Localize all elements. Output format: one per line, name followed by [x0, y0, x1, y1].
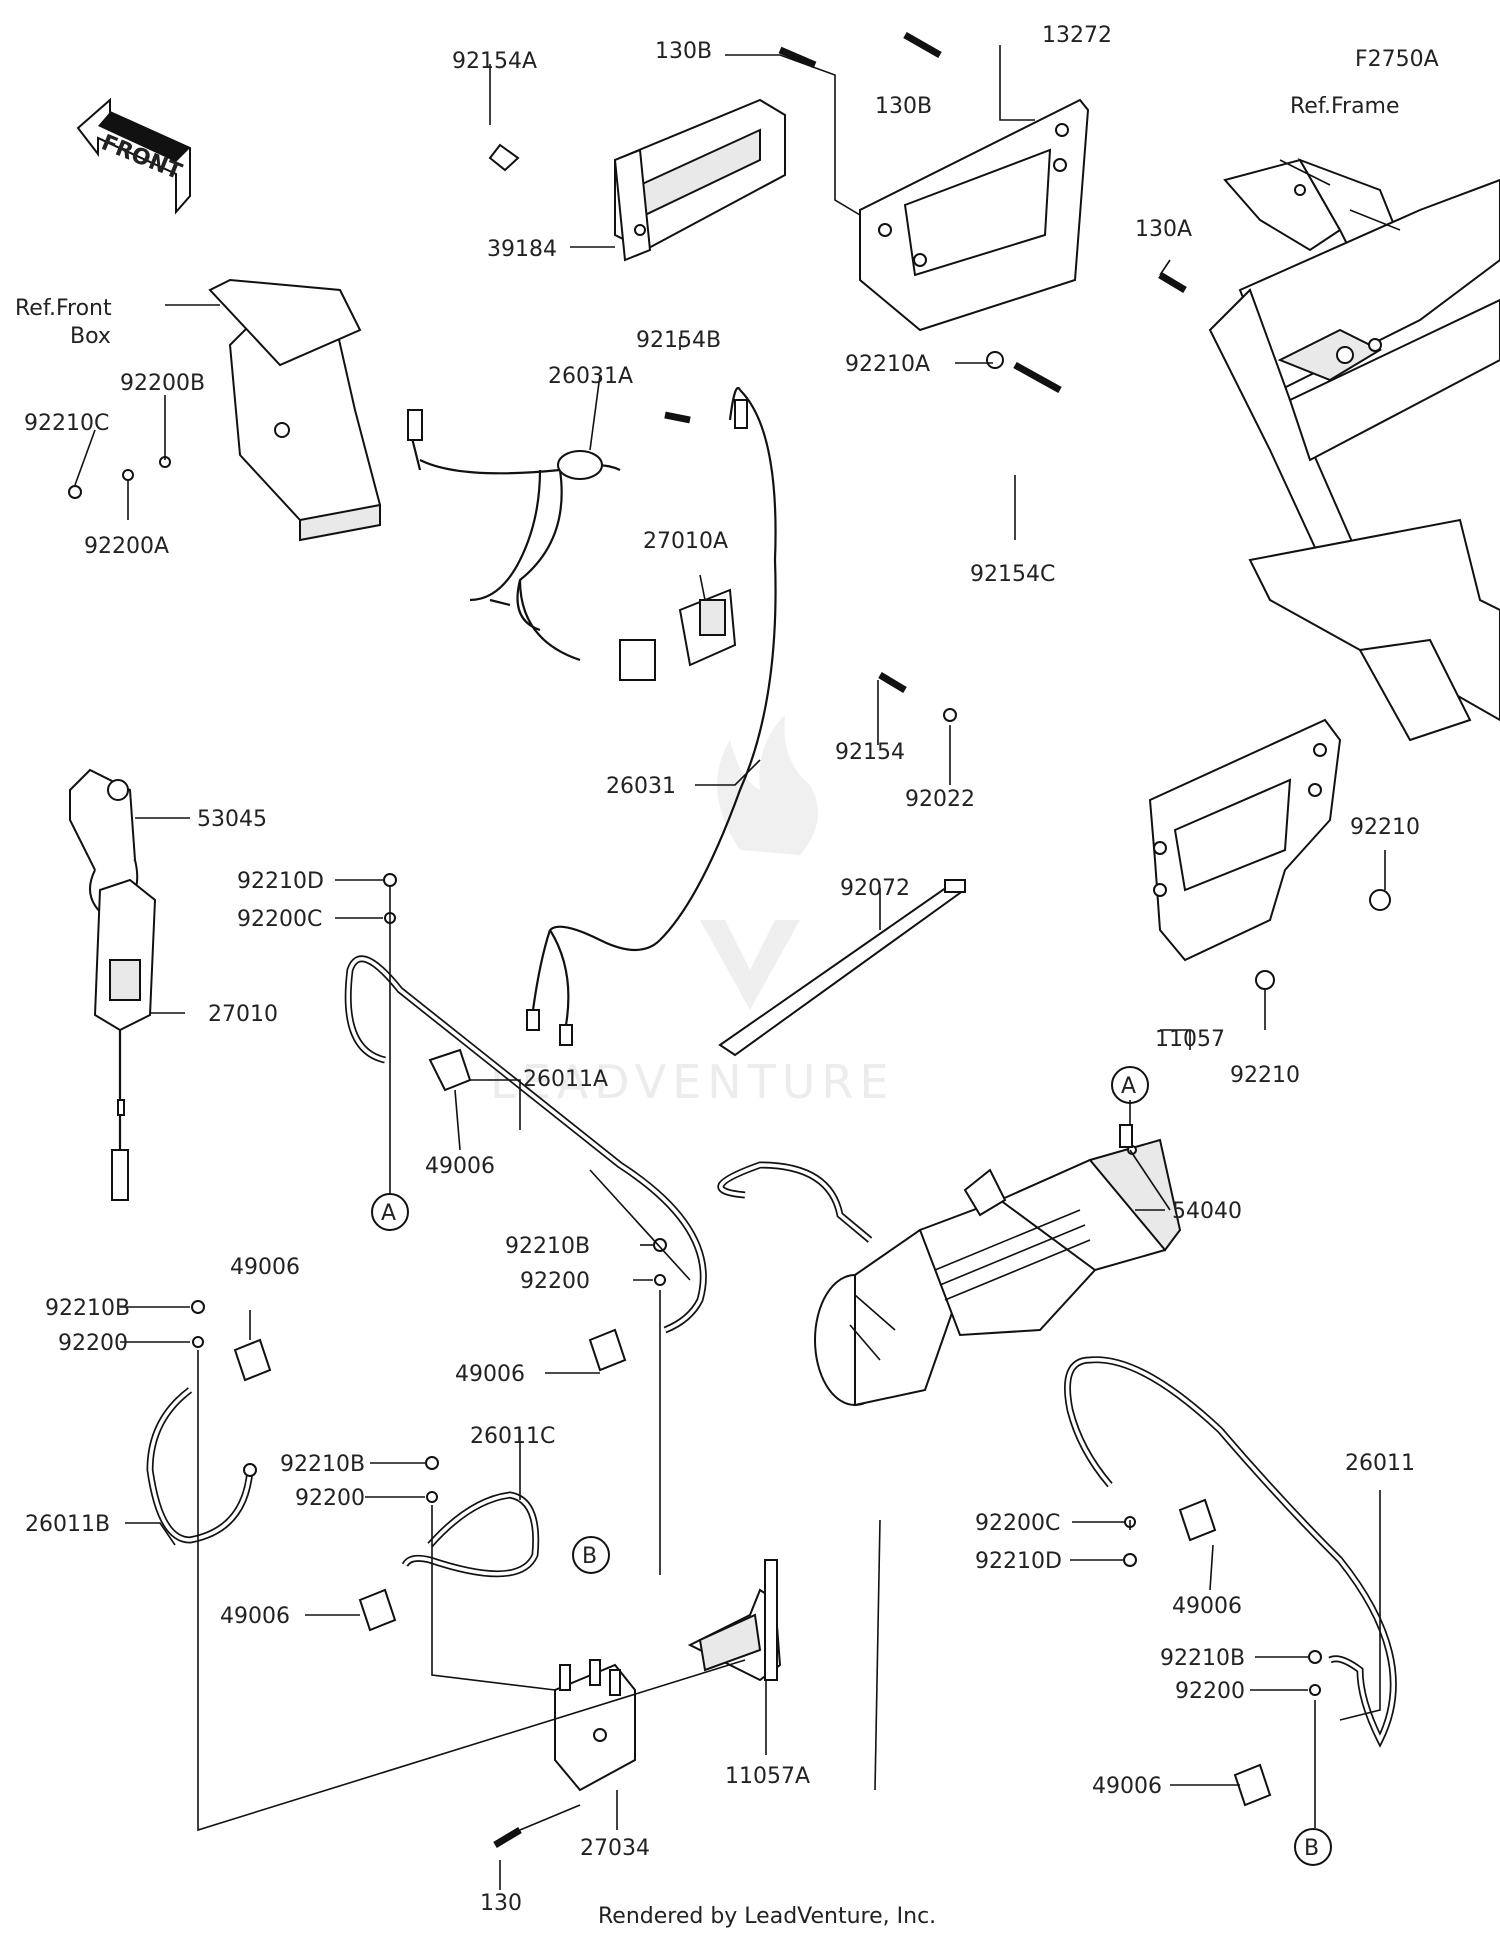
part-label[interactable]: 11057	[1155, 1027, 1225, 1052]
part-label[interactable]: 130A	[1135, 217, 1192, 242]
part-label[interactable]: 92200A	[84, 534, 169, 559]
callout-A-top-text: A	[1121, 1074, 1136, 1099]
terminal-boots	[233, 1048, 1272, 1807]
battery-cable-26011	[1064, 1356, 1397, 1748]
part-label[interactable]: 27010A	[643, 529, 728, 554]
hardware	[68, 31, 1391, 1849]
solenoid-27034	[554, 1659, 636, 1792]
ref-label: Box	[70, 324, 111, 349]
part-label[interactable]: 49006	[455, 1362, 525, 1387]
winch-rope	[717, 1161, 873, 1243]
callout-A-bottom: A	[371, 1193, 409, 1231]
ref-label: Ref.Frame	[1290, 94, 1400, 119]
part-label[interactable]: 27034	[580, 1836, 650, 1861]
part-label[interactable]: 130	[480, 1891, 522, 1916]
part-label[interactable]: 49006	[1092, 1774, 1162, 1799]
part-label[interactable]: 92200B	[120, 371, 205, 396]
part-label[interactable]: 39184	[487, 237, 557, 262]
roller-fairlead-39184	[613, 98, 786, 262]
leader-lines	[74, 45, 1386, 1890]
callout-B-bottom-text: B	[1304, 1836, 1319, 1861]
front-arrow: FRONT	[76, 97, 191, 215]
battery-cable-26011A	[344, 955, 707, 1334]
part-label[interactable]: 92072	[840, 876, 910, 901]
harness-26031A	[407, 409, 656, 681]
part-label[interactable]: 92154	[835, 740, 905, 765]
part-label[interactable]: 49006	[230, 1255, 300, 1280]
part-labels: 92154A 130B 130B 13272 39184 130A 92210A…	[15, 23, 1420, 1916]
part-label[interactable]: 26011	[1345, 1451, 1415, 1476]
part-label[interactable]: 92210D	[237, 869, 324, 894]
part-label[interactable]: 54040	[1172, 1199, 1242, 1224]
callout-A-top: A	[1111, 1066, 1149, 1104]
part-label[interactable]: 92200C	[975, 1511, 1060, 1536]
part-label[interactable]: 92200	[1175, 1679, 1245, 1704]
part-label[interactable]: 49006	[425, 1154, 495, 1179]
remote-27010	[93, 878, 157, 1201]
part-label[interactable]: 26011B	[25, 1512, 110, 1537]
part-label[interactable]: 11057A	[725, 1764, 810, 1789]
diagram-code: F2750A	[1355, 47, 1439, 72]
part-label[interactable]: 26011A	[523, 1067, 608, 1092]
battery-cable-26011B	[146, 1387, 257, 1544]
leadventure-watermark: LEADVENTURE	[490, 715, 895, 1109]
frame-assembly	[1208, 158, 1500, 742]
callout-B-top: B	[572, 1536, 610, 1574]
part-label[interactable]: 49006	[1172, 1594, 1242, 1619]
part-label[interactable]: 92210B	[280, 1452, 365, 1477]
part-label[interactable]: 26031A	[548, 364, 633, 389]
part-label[interactable]: 13272	[1042, 23, 1112, 48]
footer-credit: Rendered by LeadVenture, Inc.	[598, 1904, 936, 1929]
callout-B-bottom: B	[1294, 1828, 1332, 1866]
cable-tie-92072	[718, 879, 966, 1057]
part-label[interactable]: 92022	[905, 787, 975, 812]
part-label[interactable]: 92200	[58, 1331, 128, 1356]
part-label[interactable]: 92210	[1350, 815, 1420, 840]
part-label[interactable]: 92200C	[237, 907, 322, 932]
harness-26031	[526, 387, 777, 1046]
part-label[interactable]: 130B	[655, 39, 712, 64]
part-label[interactable]: 92200	[520, 1269, 590, 1294]
part-label[interactable]: 92200	[295, 1486, 365, 1511]
part-label[interactable]: 26031	[606, 774, 676, 799]
part-label[interactable]: 92154B	[636, 328, 721, 353]
part-label[interactable]: 53045	[197, 807, 267, 832]
winch-54040	[814, 1124, 1182, 1407]
ref-label: Ref.Front	[15, 296, 112, 321]
part-label[interactable]: 92210	[1230, 1063, 1300, 1088]
mount-plate-13272	[859, 98, 1090, 332]
switch-27010A	[678, 588, 737, 667]
part-label[interactable]: 92210C	[24, 411, 109, 436]
bracket-11057A	[687, 1559, 782, 1682]
part-label[interactable]: 92210B	[505, 1234, 590, 1259]
part-label[interactable]: 130B	[875, 94, 932, 119]
battery-cable-26011C	[401, 1491, 540, 1578]
part-label[interactable]: 27010	[208, 1002, 278, 1027]
callout-B-top-text: B	[582, 1544, 597, 1569]
part-label[interactable]: 92210B	[45, 1296, 130, 1321]
mount-plate-11057	[1148, 718, 1342, 962]
part-label[interactable]: 92210B	[1160, 1646, 1245, 1671]
part-label[interactable]: 92154A	[452, 49, 537, 74]
front-box-bracket	[208, 278, 382, 542]
part-label[interactable]: 92210D	[975, 1549, 1062, 1574]
part-label[interactable]: 92210A	[845, 352, 930, 377]
part-label[interactable]: 26011C	[470, 1424, 555, 1449]
part-label[interactable]: 49006	[220, 1604, 290, 1629]
part-label[interactable]: 92154C	[970, 562, 1055, 587]
watermark-text: LEADVENTURE	[490, 1055, 895, 1109]
callout-A-bottom-text: A	[381, 1201, 396, 1226]
